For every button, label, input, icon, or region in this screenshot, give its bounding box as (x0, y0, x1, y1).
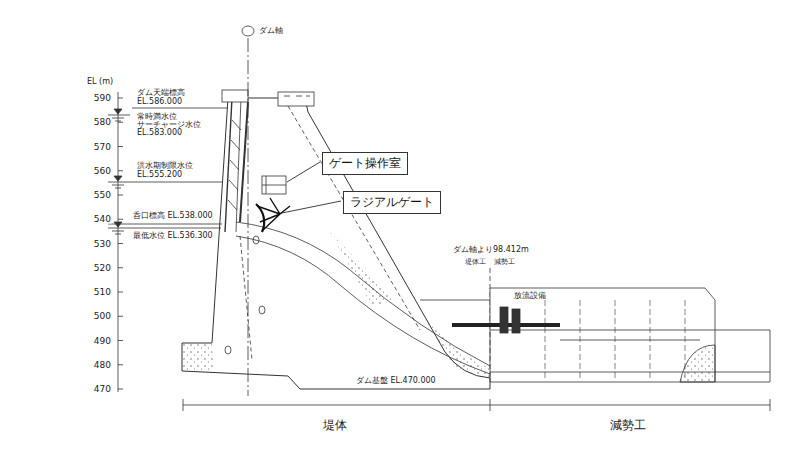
callout-box: ゲート操作室 (322, 152, 408, 175)
leader-line (287, 162, 320, 182)
extent-bracket (183, 399, 770, 411)
level-value: EL.586.000 (136, 98, 183, 106)
dam-axis-line (248, 38, 249, 396)
dam-axis-symbol (242, 26, 254, 36)
callout-box: ラジアルゲート (343, 191, 441, 214)
axis-tick (118, 364, 123, 365)
elevation-tick: 580 (93, 118, 112, 127)
axis-tick (118, 243, 123, 244)
gate-room (262, 176, 286, 194)
crest-level-line (132, 108, 228, 109)
level-label: 最低水位 EL.536.300 (132, 232, 214, 240)
axis-tick (118, 122, 123, 123)
axis-tick (118, 170, 123, 171)
concrete-hatch (183, 344, 214, 370)
concrete-hatch (425, 320, 489, 377)
gallery (259, 306, 265, 314)
elevation-tick: 540 (93, 215, 112, 224)
section-label: 堤体工 (464, 259, 487, 266)
elevation-tick: 550 (93, 191, 112, 200)
level-label: 洪水期制限水位 (136, 162, 194, 170)
level-value: EL.555.200 (136, 171, 183, 179)
callout-text: ゲート操作室 (329, 156, 401, 170)
axis-tick (118, 195, 123, 196)
part-name: 堤体 (322, 419, 348, 431)
gallery (253, 236, 259, 244)
axis-ticks (118, 98, 123, 389)
hoist-rail (240, 102, 248, 222)
part-name: 減勢工 (609, 419, 647, 431)
axis-tick (118, 316, 123, 317)
water-level-mark (108, 224, 222, 225)
level-value: EL.583.000 (136, 129, 183, 137)
callout-text: ラジアルゲート (350, 195, 434, 209)
gate-room-detail (262, 176, 286, 194)
level-label: 常時満水位 (136, 113, 178, 121)
axis-tick (118, 219, 123, 220)
elevation-tick: 570 (93, 142, 112, 151)
intake-wall (225, 98, 232, 232)
basin-floor (490, 340, 770, 372)
axis-tick (118, 340, 123, 341)
construction-line (240, 236, 252, 360)
axis-name: ダム軸 (258, 27, 284, 35)
level-label: ダム基盤 EL.470.000 (355, 377, 437, 385)
crest-building-detail (284, 96, 310, 97)
axis-tick (118, 292, 123, 293)
dimension-label: ダム軸より98.412m (452, 246, 530, 254)
elevation-axis (118, 92, 119, 392)
level-label: 呑口標高 EL.538.000 (132, 212, 214, 220)
intake-bracing (228, 120, 241, 210)
outlet-valve (512, 309, 520, 333)
elevation-tick: 500 (93, 312, 112, 321)
radial-gate-arms (257, 198, 290, 231)
equipment-label: 放流設備 (513, 292, 547, 300)
axis-unit: EL (m) (86, 78, 114, 86)
leader-line (277, 201, 341, 214)
concrete-hatch (330, 232, 396, 306)
elevation-tick: 510 (93, 288, 112, 297)
elevation-tick: 560 (93, 166, 112, 175)
elevation-tick: 520 (93, 263, 112, 272)
level-label: サーチャージ水位 (136, 121, 202, 129)
elevation-tick: 590 (93, 94, 112, 103)
elevation-tick: 480 (93, 360, 112, 369)
crest-building (222, 90, 248, 102)
conduit (236, 222, 490, 366)
outlet-valve (500, 307, 508, 333)
deck-line (420, 300, 490, 301)
axis-tick (118, 98, 123, 99)
gallery (225, 346, 231, 354)
dam-body (182, 98, 490, 389)
construction-line (288, 106, 420, 330)
axis-tick (118, 267, 123, 268)
axis-tick (118, 146, 123, 147)
level-label: ダム天端標高 (136, 89, 186, 97)
stilling-basin (490, 330, 770, 382)
joint-lines (545, 300, 685, 380)
elevation-tick: 470 (93, 385, 112, 394)
section-label: 減勢工 (493, 259, 516, 266)
elevation-tick: 490 (93, 336, 112, 345)
elevation-tick: 530 (93, 239, 112, 248)
axis-tick (118, 389, 123, 390)
crest-building (278, 92, 314, 106)
conduit (236, 236, 490, 374)
